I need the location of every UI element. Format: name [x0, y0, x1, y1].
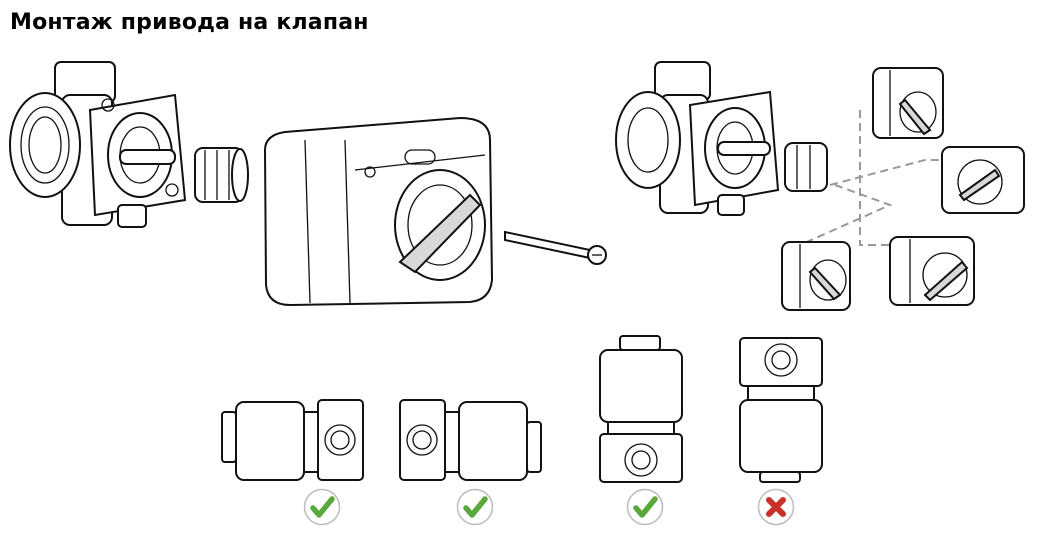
assembly-horizontal-right — [399, 399, 542, 481]
check-icon — [626, 488, 664, 526]
assembly-actuator-bottom — [739, 337, 823, 483]
check-icon — [303, 488, 341, 526]
assembly-horizontal-left — [221, 399, 364, 481]
orientation-guide-lines — [799, 110, 945, 246]
mixing-valve-illustration — [9, 61, 187, 228]
incorrect-mounting-marker — [757, 488, 795, 526]
coupling-adapter — [194, 147, 249, 203]
check-icon — [456, 488, 494, 526]
correct-mounting-marker — [456, 488, 494, 526]
actuator-orientation-down — [889, 236, 975, 306]
mounting-screw — [504, 230, 607, 265]
correct-mounting-marker — [626, 488, 664, 526]
page-title: Монтаж привода на клапан — [10, 10, 369, 35]
mixing-valve-illustration-right — [615, 61, 828, 216]
assembly-actuator-top — [599, 335, 683, 483]
actuator-orientation-right — [941, 146, 1025, 214]
correct-mounting-marker — [303, 488, 341, 526]
cross-icon — [757, 488, 795, 526]
actuator-orientation-left — [781, 241, 851, 311]
actuator-illustration — [263, 116, 494, 307]
actuator-orientation-up — [872, 67, 944, 139]
